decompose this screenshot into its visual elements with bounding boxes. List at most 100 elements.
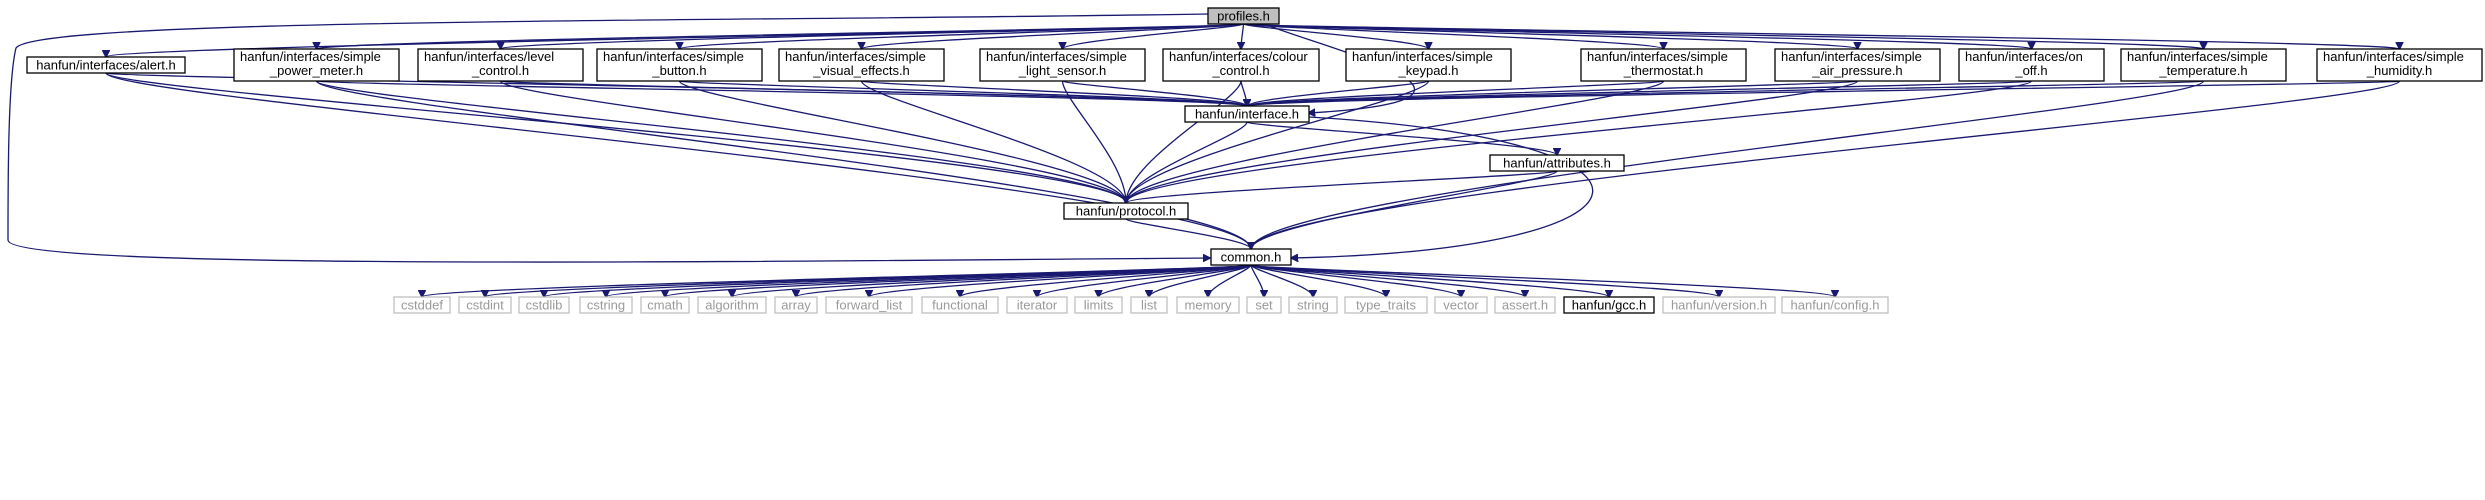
node-label-on_off_h-line-2: _off.h xyxy=(2014,63,2047,78)
node-label-assert_h: assert.h xyxy=(1502,298,1548,313)
node-common_h[interactable]: common.h xyxy=(1210,248,1292,266)
node-keypad_h[interactable]: hanfun/interfaces/simple_keypad.h xyxy=(1345,48,1512,82)
edge-common_h-to-memory xyxy=(1208,264,1252,297)
node-cmath[interactable]: cmath xyxy=(640,296,690,314)
node-level_control_h[interactable]: hanfun/interfaces/level_control.h xyxy=(417,48,584,82)
node-box-list xyxy=(1130,296,1168,314)
node-visual_effects_h[interactable]: hanfun/interfaces/simple_visual_effects.… xyxy=(778,48,945,82)
node-simple_button_h[interactable]: hanfun/interfaces/simple_button.h xyxy=(596,48,763,82)
node-list[interactable]: list xyxy=(1130,296,1168,314)
node-label-keypad_h-line-1: hanfun/interfaces/simple xyxy=(1352,49,1493,64)
node-label-version_h: hanfun/version.h xyxy=(1671,298,1767,313)
node-box-thermostat_h xyxy=(1580,48,1747,82)
node-light_sensor_h[interactable]: hanfun/interfaces/simple_light_sensor.h xyxy=(979,48,1146,82)
node-assert_h[interactable]: assert.h xyxy=(1494,296,1556,314)
node-label-algorithm: algorithm xyxy=(705,298,758,313)
node-label-cmath: cmath xyxy=(647,298,682,313)
node-box-humidity_h xyxy=(2316,48,2483,82)
node-label-type_traits: type_traits xyxy=(1356,298,1416,313)
edge-profiles_h-to-keypad_h xyxy=(1242,23,1429,49)
edge-on_off_h-to-protocol_h xyxy=(1126,80,2033,203)
edge-alert_h-to-common_h xyxy=(105,72,1251,249)
node-box-memory xyxy=(1176,296,1240,314)
node-box-visual_effects_h xyxy=(778,48,945,82)
node-label-limits: limits xyxy=(1084,298,1114,313)
edge-humidity_h-to-interface_h xyxy=(1247,80,2401,106)
node-on_off_h[interactable]: hanfun/interfaces/on_off.h xyxy=(1958,48,2105,82)
node-box-set xyxy=(1246,296,1282,314)
node-cstdint[interactable]: cstdint xyxy=(458,296,512,314)
node-set[interactable]: set xyxy=(1246,296,1282,314)
node-iterator[interactable]: iterator xyxy=(1006,296,1068,314)
edge-simple_button_h-to-interface_h xyxy=(678,80,1248,106)
node-forward_list[interactable]: forward_list xyxy=(825,296,913,314)
node-humidity_h[interactable]: hanfun/interfaces/simple_humidity.h xyxy=(2316,48,2483,82)
node-box-functional xyxy=(921,296,999,314)
node-label-visual_effects_h-line-2: _visual_effects.h xyxy=(812,63,910,78)
node-attributes_h[interactable]: hanfun/attributes.h xyxy=(1489,154,1625,172)
node-type_traits[interactable]: type_traits xyxy=(1344,296,1428,314)
node-cstddef[interactable]: cstddef xyxy=(393,296,451,314)
node-label-common_h: common.h xyxy=(1221,250,1282,265)
node-label-set: set xyxy=(1255,298,1273,313)
node-power_meter_h[interactable]: hanfun/interfaces/simple_power_meter.h xyxy=(233,48,400,82)
dependency-edges xyxy=(7,13,2401,297)
node-cstdlib[interactable]: cstdlib xyxy=(518,296,570,314)
node-box-gcc_h xyxy=(1563,296,1655,314)
node-alert_h[interactable]: hanfun/interfaces/alert.h xyxy=(26,56,186,74)
node-box-light_sensor_h xyxy=(979,48,1146,82)
edge-profiles_h-to-colour_control_h xyxy=(1241,23,1244,49)
node-profiles_h[interactable]: profiles.h xyxy=(1207,7,1280,25)
node-air_pressure_h[interactable]: hanfun/interfaces/simple_air_pressure.h xyxy=(1774,48,1941,82)
edge-profiles_h-to-visual_effects_h xyxy=(862,23,1245,49)
node-label-power_meter_h-line-2: _power_meter.h xyxy=(269,63,363,78)
node-label-iterator: iterator xyxy=(1017,298,1058,313)
node-algorithm[interactable]: algorithm xyxy=(697,296,767,314)
node-label-memory: memory xyxy=(1185,298,1232,313)
node-string[interactable]: string xyxy=(1288,296,1338,314)
node-gcc_h[interactable]: hanfun/gcc.h xyxy=(1563,296,1655,314)
node-colour_control_h[interactable]: hanfun/interfaces/colour_control.h xyxy=(1162,48,1320,82)
node-box-keypad_h xyxy=(1345,48,1512,82)
node-config_h[interactable]: hanfun/config.h xyxy=(1781,296,1889,314)
node-version_h[interactable]: hanfun/version.h xyxy=(1662,296,1776,314)
node-box-level_control_h xyxy=(417,48,584,82)
node-box-type_traits xyxy=(1344,296,1428,314)
node-vector[interactable]: vector xyxy=(1434,296,1488,314)
node-label-string: string xyxy=(1297,298,1329,313)
node-thermostat_h[interactable]: hanfun/interfaces/simple_thermostat.h xyxy=(1580,48,1747,82)
node-box-string xyxy=(1288,296,1338,314)
edge-power_meter_h-to-protocol_h xyxy=(315,80,1127,203)
file-nodes: profiles.h hanfun/interfaces/alert.h hanfu… xyxy=(26,7,2483,314)
node-label-profiles_h: profiles.h xyxy=(1217,9,1270,24)
node-limits[interactable]: limits xyxy=(1074,296,1123,314)
node-box-temperature_h xyxy=(2120,48,2287,82)
node-protocol_h[interactable]: hanfun/protocol.h xyxy=(1063,202,1189,220)
node-interface_h[interactable]: hanfun/interface.h xyxy=(1184,105,1310,123)
edge-interface_h-to-attributes_h xyxy=(1246,121,1557,155)
edge-attributes_h-to-protocol_h xyxy=(1126,170,1558,203)
node-functional[interactable]: functional xyxy=(921,296,999,314)
node-array[interactable]: array xyxy=(774,296,818,314)
edge-humidity_h-to-common_h xyxy=(1251,80,2401,249)
edge-light_sensor_h-to-interface_h xyxy=(1061,80,1248,106)
edge-power_meter_h-to-common_h xyxy=(315,80,1252,249)
node-box-cstdint xyxy=(458,296,512,314)
node-box-on_off_h xyxy=(1958,48,2105,82)
node-box-algorithm xyxy=(697,296,767,314)
edge-power_meter_h-to-interface_h xyxy=(315,80,1248,106)
node-box-cstdlib xyxy=(518,296,570,314)
node-temperature_h[interactable]: hanfun/interfaces/simple_temperature.h xyxy=(2120,48,2287,82)
node-box-interface_h xyxy=(1184,105,1310,123)
node-box-power_meter_h xyxy=(233,48,400,82)
node-cstring[interactable]: cstring xyxy=(579,296,633,314)
edge-profiles_h-to-humidity_h xyxy=(1242,23,2400,49)
node-label-alert_h: hanfun/interfaces/alert.h xyxy=(36,58,175,73)
edge-keypad_h-to-interface_h xyxy=(1247,80,1430,106)
node-box-array xyxy=(774,296,818,314)
node-memory[interactable]: memory xyxy=(1176,296,1240,314)
node-label-temperature_h-line-1: hanfun/interfaces/simple xyxy=(2127,49,2268,64)
node-label-humidity_h-line-1: hanfun/interfaces/simple xyxy=(2323,49,2464,64)
edge-visual_effects_h-to-interface_h xyxy=(860,80,1248,106)
node-label-humidity_h-line-2: _humidity.h xyxy=(2366,63,2433,78)
